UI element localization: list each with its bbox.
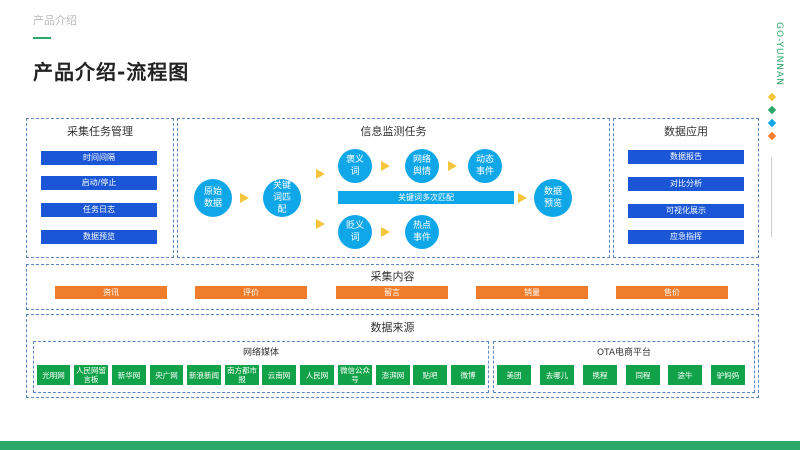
source-southern-metro: 南方都市报 [225,365,259,385]
emergency-command-button[interactable]: 应急指挥 [628,230,744,244]
task-log-button[interactable]: 任务日志 [41,203,157,217]
compare-analysis-button[interactable]: 对比分析 [628,177,744,191]
source-yunnan: 云南网 [262,365,296,385]
arrow-icon [316,169,325,179]
source-xinhua: 新华网 [112,365,146,385]
ota-meituan: 美团 [497,365,531,385]
ota-panel: OTA电商平台 [493,341,755,393]
arrow-icon [518,193,527,203]
source-wechat: 微信公众号 [338,365,372,385]
diamond-icon-green [767,105,777,115]
arrow-icon [381,161,390,171]
content-news: 资讯 [55,286,167,299]
ota-tuniu: 途牛 [668,365,702,385]
negative-words-label: 贬义词 [345,221,364,243]
source-people-board: 人民网留言板 [74,365,108,385]
diamond-icon-blue [767,118,777,128]
sources-panel: 数据来源 [26,314,759,398]
source-people: 人民网 [300,365,334,385]
dynamic-events-node: 动态事件 [468,149,502,183]
content-messages: 留言 [336,286,448,299]
monitoring-title: 信息监测任务 [360,125,427,138]
source-tieba: 贴吧 [413,365,447,385]
positive-words-node: 褒义词 [338,149,372,183]
source-guangming: 光明网 [37,365,70,385]
content-title: 采集内容 [370,270,415,283]
content-panel: 采集内容 资讯 评价 留言 销量 售价 [26,264,759,310]
hot-events-label: 热点事件 [412,221,431,243]
ota-tongcheng: 同程 [626,365,660,385]
ota-ctrip: 携程 [583,365,617,385]
brand-label: GO-YUNNAN [774,22,784,86]
breadcrumb: 产品介绍 [33,14,77,27]
side-divider [771,157,772,237]
sources-title: 数据来源 [370,321,415,334]
data-app-title: 数据应用 [664,125,708,138]
ota-title: OTA电商平台 [596,348,652,358]
negative-words-node: 贬义词 [338,215,372,249]
collection-tasks-title: 采集任务管理 [67,125,133,138]
arrow-icon [448,161,457,171]
keyword-multi-match-bar: 关键词多次匹配 [338,191,514,204]
raw-data-node: 原始数据 [194,179,232,217]
source-weibo: 微博 [451,365,485,385]
public-opinion-node: 网络舆情 [405,149,439,183]
start-stop-button[interactable]: 启动/停止 [41,176,157,190]
keyword-match-label: 关键词匹配 [272,181,291,215]
interval-button[interactable]: 时间间隔 [41,151,157,165]
diamond-icon-orange [767,131,777,141]
arrow-icon [316,219,325,229]
visualization-button[interactable]: 可视化展示 [628,204,744,218]
data-app-panel: 数据应用 数据报告 对比分析 可视化展示 应急指挥 [613,118,759,258]
footer-bar [0,441,800,450]
source-thepaper: 澎湃网 [376,365,410,385]
content-price: 售价 [616,286,728,299]
arrow-icon [381,227,390,237]
source-sina: 新浪新闻 [187,365,221,385]
content-sales: 销量 [476,286,588,299]
public-opinion-label: 网络舆情 [412,155,431,177]
breadcrumb-underline [33,37,51,39]
diamond-icon-yellow [767,92,777,102]
ota-lvmama: 驴妈妈 [711,365,745,385]
dynamic-events-label: 动态事件 [475,155,494,177]
positive-words-label: 褒义词 [345,155,364,177]
arrow-icon [240,193,249,203]
content-reviews: 评价 [195,286,307,299]
data-preview-button[interactable]: 数据预览 [41,230,157,244]
network-media-title: 网络媒体 [242,348,279,358]
ota-qunar: 去哪儿 [540,365,574,385]
network-media-panel: 网络媒体 [33,341,489,393]
data-preview-label: 数据预览 [543,187,562,209]
page-title: 产品介绍-流程图 [33,60,190,84]
hot-events-node: 热点事件 [405,215,439,249]
source-cnr: 央广网 [150,365,183,385]
data-report-button[interactable]: 数据报告 [628,150,744,164]
raw-data-label: 原始数据 [203,187,222,209]
data-preview-node: 数据预览 [534,179,572,217]
collection-tasks-panel: 采集任务管理 时间间隔 启动/停止 任务日志 数据预览 [26,118,174,258]
monitoring-panel: 信息监测任务 原始数据 关键词匹配 褒义词 网络舆情 动态事件 关键词多次匹配 … [177,118,610,258]
keyword-match-node: 关键词匹配 [263,179,301,217]
